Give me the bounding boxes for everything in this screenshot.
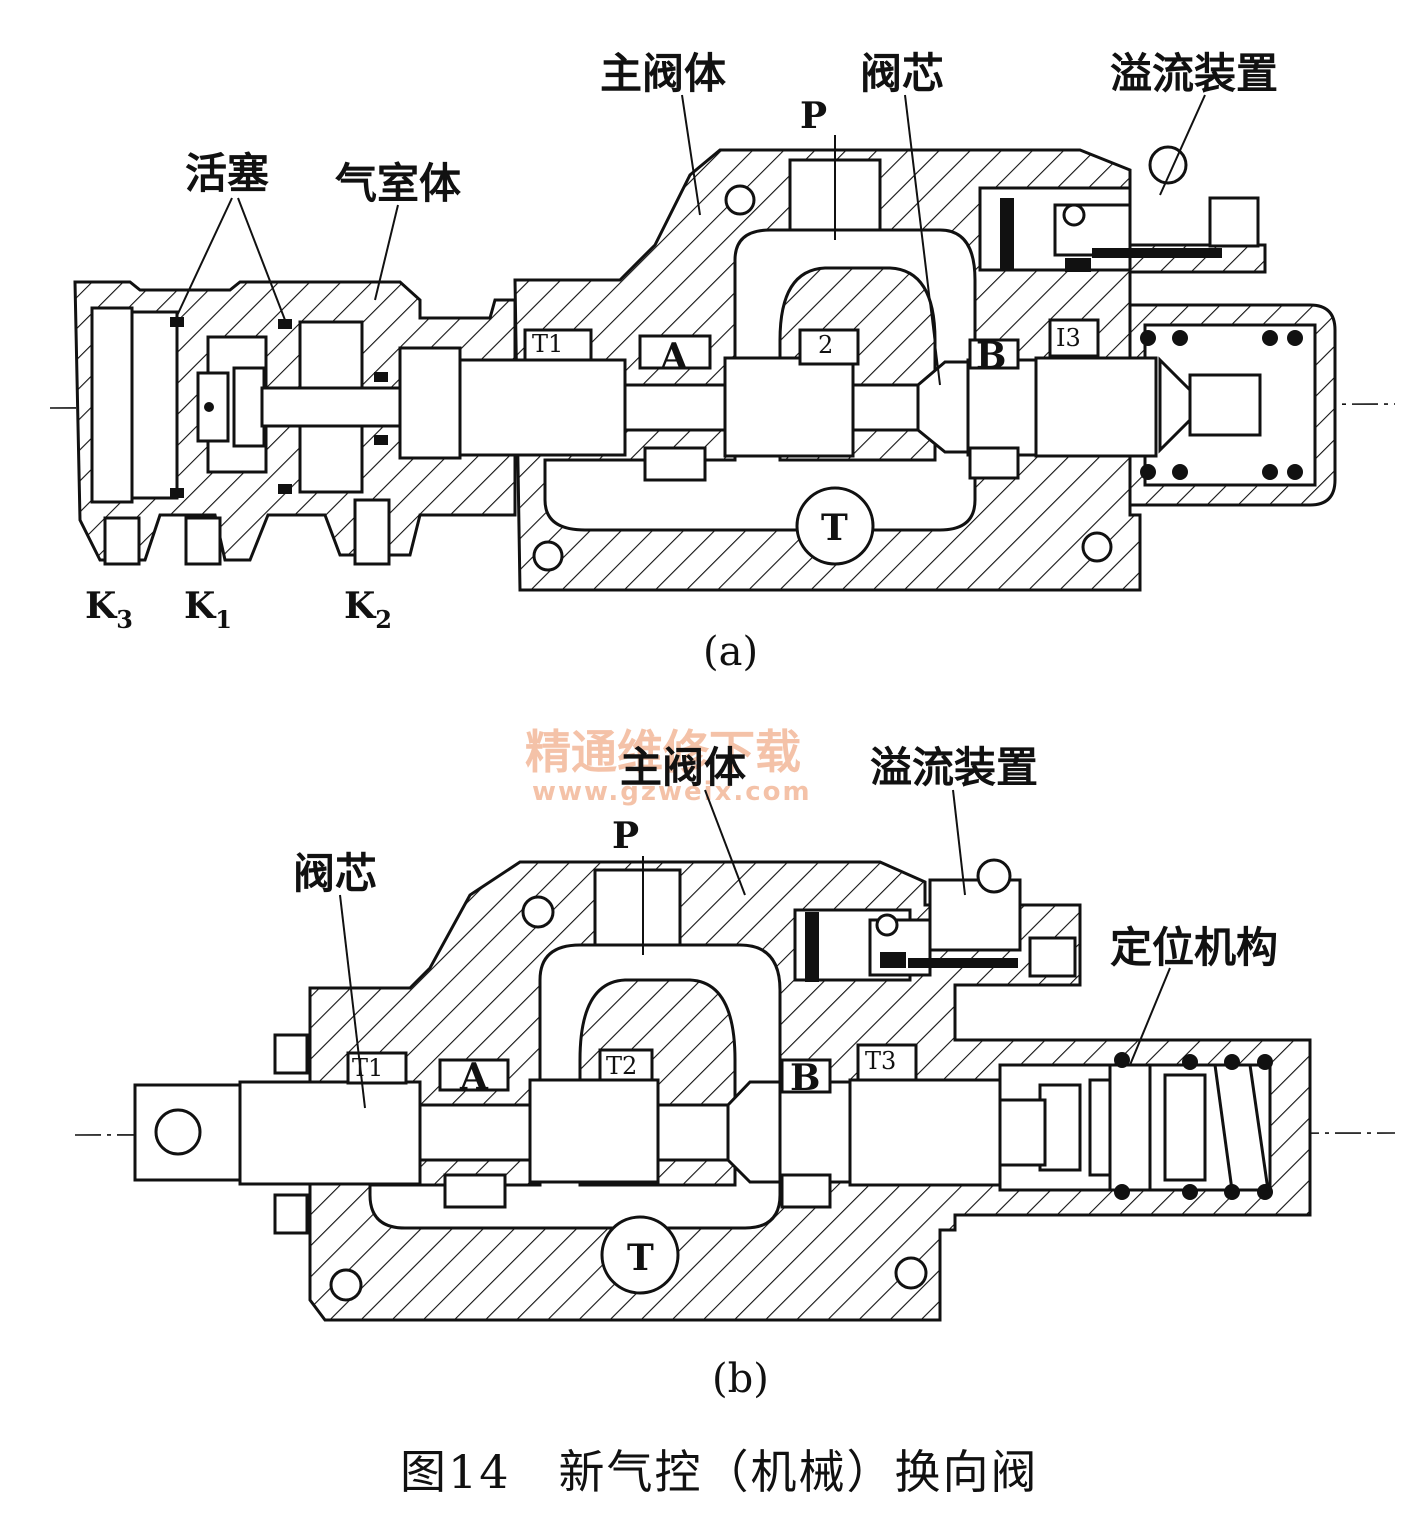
port-a-a: A — [659, 336, 689, 378]
main-valve-body-a — [513, 145, 1337, 592]
t-port-circle-a — [795, 486, 875, 566]
label-main-body-b: 主阀体 — [620, 743, 746, 792]
port-t2-b: T2 — [606, 1052, 637, 1080]
svg-text:K3: K3 — [85, 585, 133, 634]
port-t3-a: I3 — [1056, 324, 1081, 352]
svg-text:K1: K1 — [184, 585, 232, 634]
watermark-line2: www.gzweix.com — [532, 777, 812, 807]
port-p-b: P — [612, 815, 639, 857]
port-p-a: P — [800, 95, 827, 137]
label-detent-b: 定位机构 — [1110, 923, 1278, 972]
figure-a: T1 A 2 B I3 T P 主阀体 阀芯 溢流装置 活塞 气室体 K3 K1… — [49, 49, 1396, 675]
sublabel-b: (b) — [712, 1356, 769, 1402]
label-spool-a: 阀芯 — [860, 49, 944, 98]
port-t-b: T — [627, 1237, 654, 1279]
watermark: 精通维修下载 www.gzweix.com — [525, 725, 812, 807]
figure-caption: 图14 新气控（机械）换向阀 — [400, 1445, 1039, 1499]
spool-a — [458, 318, 1158, 482]
t-port-circle-b — [600, 1215, 680, 1295]
figure-b: T1 A T2 B T3 T P 主阀体 溢流装置 阀芯 定位机构 (b) — [74, 743, 1396, 1402]
port-t1-b: T1 — [352, 1054, 383, 1082]
port-a-b: A — [459, 1056, 489, 1098]
port-b-b: B — [790, 1057, 820, 1099]
label-air-chamber-a: 气室体 — [335, 159, 461, 208]
k2-label: K2 — [344, 585, 392, 634]
label-spool-b: 阀芯 — [293, 849, 377, 898]
port-b-a: B — [976, 335, 1006, 377]
k1-label: K1 — [184, 585, 232, 634]
spool-b — [133, 1033, 1047, 1235]
port-t-a: T — [821, 507, 848, 549]
watermark-line1: 精通维修下载 — [525, 725, 801, 779]
sublabel-a: (a) — [703, 629, 758, 675]
air-chamber-body — [73, 280, 517, 566]
label-piston-a: 活塞 — [185, 149, 269, 198]
port-t1-a: T1 — [532, 330, 563, 358]
port-t3-b: T3 — [865, 1047, 896, 1075]
label-overflow-b: 溢流装置 — [870, 743, 1038, 792]
label-main-body-a: 主阀体 — [600, 49, 726, 98]
port-t2-a: 2 — [818, 331, 833, 359]
svg-text:K2: K2 — [344, 585, 392, 634]
label-overflow-a: 溢流装置 — [1110, 49, 1278, 98]
k3-label: K3 — [85, 585, 133, 634]
